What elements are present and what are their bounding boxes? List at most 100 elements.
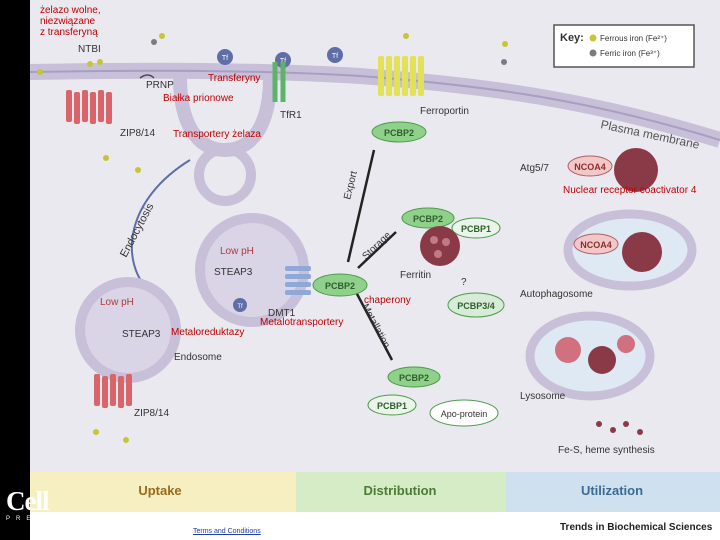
- prnp-arrow: [139, 74, 155, 79]
- ntbi-label: NTBI: [78, 44, 101, 55]
- atg57-label: Atg5/7: [520, 163, 549, 174]
- uptake-label: Uptake: [138, 483, 181, 498]
- iron-dot: [151, 39, 157, 45]
- ferritin-label: Ferritin: [400, 270, 431, 281]
- ferritin-cage: [420, 226, 460, 266]
- endosome-label: Endosome: [174, 352, 222, 363]
- diagram-panel: Uptake Distribution Utilization Plasma m…: [30, 0, 720, 512]
- distribution-label: Distribution: [364, 483, 437, 498]
- pcbp1-metallation: PCBP1: [367, 394, 417, 416]
- pcbp2-metallation: PCBP2: [387, 366, 441, 388]
- fe-dot: [637, 429, 643, 435]
- ncoa4-top: NCOA4: [567, 155, 613, 177]
- tf-label: Tf: [237, 304, 243, 310]
- zip814-channel-top: [66, 90, 112, 124]
- fe-dot: [610, 427, 616, 433]
- key-box: [553, 24, 695, 68]
- lysosome-label: Lysosome: [520, 391, 566, 402]
- low-ph-label-upper: Low pH: [220, 246, 254, 257]
- overlay-free-iron-line1: żelazo wolne,: [40, 5, 101, 16]
- dmt1-label: DMT1: [268, 308, 296, 319]
- question-mark: ?: [461, 277, 467, 288]
- transferrin-molecule: Tf: [275, 52, 291, 68]
- overlay-iron-transporters: Transportery żelaza: [173, 129, 261, 140]
- key-ferrous-dot: [589, 34, 597, 42]
- pcbp1-label: PCBP1: [461, 224, 491, 234]
- overlay-ncoa4-full: Nuclear receptor coactivator 4: [563, 185, 697, 196]
- metallation-arrow: [354, 291, 394, 361]
- overlay-chaperones: chaperony: [364, 295, 411, 306]
- key-ferrous-label: Ferrous iron (Fe²⁺): [600, 34, 667, 43]
- utilization-label: Utilization: [581, 483, 643, 498]
- iron-dot: [501, 59, 507, 65]
- ncoa4-label: NCOA4: [580, 240, 612, 250]
- transferrin-molecule: Tf: [327, 47, 343, 63]
- tf-label: Tf: [332, 53, 338, 60]
- overlay-metalloreductases: Metaloreduktazy: [171, 327, 245, 338]
- zip814-label-bottom: ZIP8/14: [134, 408, 169, 419]
- uptake-band: [30, 472, 296, 512]
- ncoa4-autophagosome: NCOA4: [573, 233, 619, 255]
- cell-logo-word: Cell: [6, 486, 50, 516]
- dmt1-channel: [285, 266, 311, 295]
- utilization-band: [506, 472, 720, 512]
- export-label: Export: [342, 170, 360, 201]
- iron-dot: [159, 33, 165, 39]
- pcbp2-label: PCBP2: [413, 214, 443, 224]
- cell-logo-press: PRESS: [6, 516, 57, 522]
- pcbp2-export: PCBP2: [371, 121, 427, 143]
- pcbp2-label: PCBP2: [399, 373, 429, 383]
- overlay-prion-proteins: Białka prionowe: [163, 93, 234, 104]
- cell-press-logo: Cell PRESS: [6, 488, 62, 524]
- iron-dot: [123, 437, 129, 443]
- pcbp2-center: PCBP2: [312, 273, 368, 297]
- endocytosis-label: Endocytosis: [118, 201, 157, 259]
- ncoa4-label: NCOA4: [574, 162, 606, 172]
- iron-dot: [103, 155, 109, 161]
- journal-name: Trends in Biochemical Sciences: [560, 522, 713, 533]
- iron-dot: [403, 33, 409, 39]
- zip814-channel-bottom: [94, 374, 132, 408]
- key-ferric-dot: [589, 49, 597, 57]
- iron-dot: [37, 69, 43, 75]
- iron-dot: [135, 167, 141, 173]
- lysosome-fragment: [555, 337, 581, 363]
- steap3-label-lower: STEAP3: [122, 329, 161, 340]
- tfr1-label: TfR1: [280, 110, 302, 121]
- lysosome-fragment: [588, 346, 616, 374]
- apo-protein: Apo-protein: [429, 399, 499, 427]
- overlay-metal-transporters: Metalotransportery: [260, 317, 344, 328]
- overlay-transferrin: Transferyny: [208, 73, 261, 84]
- tf-label: Tf: [280, 58, 286, 65]
- fe-dot: [596, 421, 602, 427]
- lysosome-fragment: [617, 335, 635, 353]
- ferroportin-channel: [378, 56, 424, 96]
- transferrin-in-endosome: Tf: [233, 298, 247, 312]
- pcbp34-label: PCBP3/4: [457, 301, 495, 311]
- ferritin-subunit: [430, 236, 438, 244]
- overlay-free-iron-line2: niezwiązane: [40, 16, 96, 27]
- key-title: Key:: [560, 32, 584, 44]
- ferroportin-label: Ferroportin: [420, 106, 469, 117]
- pcbp1-ferritin: PCBP1: [451, 217, 501, 239]
- iron-metabolism-diagram: Uptake Distribution Utilization Plasma m…: [30, 24, 720, 512]
- terms-link[interactable]: Terms and Conditions: [193, 528, 261, 535]
- distribution-band: [296, 472, 506, 512]
- pcbp1-label: PCBP1: [377, 401, 407, 411]
- key-ferric-label: Ferric iron (Fe³⁺): [600, 49, 660, 58]
- metallation-label: Metallation: [359, 302, 391, 350]
- tf-label: Tf: [222, 55, 228, 62]
- ferritin-subunit: [442, 238, 450, 246]
- endocytosis-arrow: [130, 159, 191, 291]
- pcbp2-ferritin: PCBP2: [401, 207, 455, 229]
- left-black-bar: [0, 0, 30, 540]
- iron-dot: [502, 41, 508, 47]
- pcbp2-label: PCBP2: [384, 128, 414, 138]
- overlay-free-iron: żelazo wolne, niezwiązane z transferyną: [40, 5, 101, 38]
- plasma-membrane-line: [30, 69, 720, 141]
- low-ph-label-lower: Low pH: [100, 297, 134, 308]
- fes-heme-label: Fe-S, heme synthesis: [558, 445, 655, 456]
- early-vesicle: [194, 144, 256, 206]
- iron-dot: [97, 59, 103, 65]
- storage-label: Storage: [360, 230, 393, 263]
